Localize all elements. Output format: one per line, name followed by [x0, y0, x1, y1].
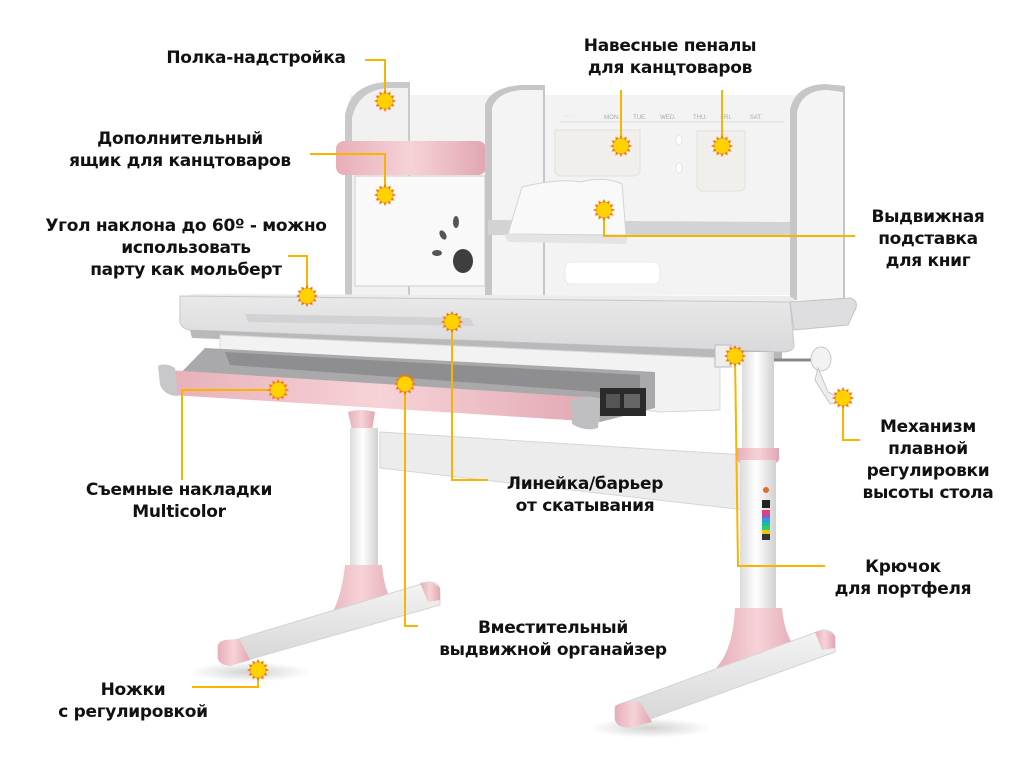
label-line: подставка [878, 229, 978, 249]
calendar-strip: MON. TUE. WED. THU. FRI. SAT. [604, 115, 762, 121]
calendar-day-label: SAT. [750, 115, 763, 121]
label-line: Линейка/барьер [506, 474, 664, 494]
leader-line-bag-hook [734, 355, 825, 567]
left-leg-post [350, 428, 378, 568]
extra-drawer-front [336, 141, 486, 175]
label-line: для книг [885, 251, 971, 271]
sun-marker-icon [296, 285, 318, 307]
sun-marker-icon [441, 311, 463, 333]
desk-side-wing [789, 297, 857, 331]
hutch-brand-logo: ····· [562, 113, 574, 120]
label-extra-drawer: Дополнительный ящик для канцтоваров [52, 128, 308, 172]
label-shelf-hutch: Полка-надстройка [150, 47, 362, 69]
right-foot-cap-front [614, 701, 652, 728]
desk-edge [190, 330, 782, 360]
label-line: Угол наклона до 60º - можно [45, 216, 327, 236]
label-line: Навесные пеналы [583, 36, 757, 56]
paw-print-icon [432, 216, 473, 273]
hutch: ····· MON. TUE. WED. THU. FRI. SAT. [336, 82, 845, 300]
calendar-day-label: MON. [604, 115, 620, 121]
sun-marker-icon [593, 199, 615, 221]
leader-line-ruler-barrier [451, 322, 488, 481]
label-bag-hook: Крючок для портфеля [818, 556, 988, 600]
left-foot-cap-back [420, 582, 440, 602]
label-line: Ножки [100, 680, 166, 700]
left-leg [217, 410, 441, 666]
label-line: выдвижной органайзер [439, 640, 667, 660]
label-line: ящик для канцтоваров [69, 151, 291, 171]
label-book-stand: Выдвижная подставка для книг [858, 206, 998, 272]
label-line: для портфеля [834, 579, 972, 599]
sun-marker-icon [711, 135, 733, 157]
label-hanging-cases: Навесные пеналы для канцтоваров [560, 35, 780, 79]
left-foot-shadow [190, 662, 310, 682]
right-leg-inner-post [742, 352, 774, 452]
left-leg-collar [348, 410, 375, 430]
label-removable-pads: Съемные накладки Multicolor [68, 479, 290, 523]
sun-marker-icon [724, 345, 746, 367]
calendar-day-label: THU. [693, 115, 707, 121]
drawer-pink-pad [160, 370, 600, 422]
label-line: Выдвижная [871, 207, 985, 227]
sun-marker-icon [374, 184, 396, 206]
label-adjustable-feet: Ножки с регулировкой [38, 679, 228, 723]
label-height-mechanism: Механизм плавной регулировки высоты стол… [848, 416, 1008, 504]
label-drawer-organizer: Вместительный выдвижной органайзер [418, 617, 688, 661]
label-line: с регулировкой [58, 702, 208, 722]
label-tilt-angle: Угол наклона до 60º - можно использовать… [30, 215, 342, 281]
sun-marker-icon [610, 135, 632, 157]
leader-line-tilt-angle [288, 255, 308, 296]
label-line: Механизм [880, 417, 976, 437]
right-foot-cap-back [815, 630, 835, 650]
leader-line-shelf-hutch [365, 59, 386, 101]
ruler-barrier [245, 314, 474, 326]
sun-marker-icon [267, 379, 289, 401]
drawer-end-cap-left [158, 364, 178, 396]
book-stand [507, 178, 627, 236]
label-line: Полка-надстройка [166, 48, 346, 68]
leader-line-drawer-organizer [404, 384, 418, 627]
label-line: Multicolor [132, 502, 226, 522]
height-crank-handle[interactable] [774, 346, 843, 405]
sun-marker-icon [832, 387, 854, 409]
desktop [179, 294, 857, 413]
label-line: Дополнительный [97, 129, 263, 149]
calendar-day-label: FRI. [720, 115, 732, 121]
calendar-day-label: WED. [660, 115, 676, 121]
height-scale [762, 487, 770, 540]
left-foot-cap-front [217, 639, 250, 666]
label-line: Крючок [865, 557, 941, 577]
leader-line-height-mechanism [842, 398, 860, 441]
right-leg [614, 352, 836, 728]
sun-marker-icon [374, 90, 396, 112]
left-foot-bar [217, 581, 441, 666]
label-line: Вместительный [478, 618, 628, 638]
drawer-end-cap-right [570, 396, 600, 430]
hanging-case-left [554, 129, 641, 177]
sun-marker-icon [247, 659, 269, 681]
calendar-day-label: TUE. [633, 115, 647, 121]
label-line: для канцтоваров [587, 58, 753, 78]
label-line: высоты стола [862, 483, 994, 503]
feature-markers [247, 90, 854, 681]
right-leg-outer-post [740, 460, 776, 610]
label-line: использовать [121, 238, 251, 258]
sun-marker-icon [394, 373, 416, 395]
label-line: регулировки [866, 461, 990, 481]
label-line: от скатывания [515, 496, 655, 516]
label-line: Съемные накладки [85, 480, 273, 500]
leader-line-extra-drawer [310, 153, 386, 195]
label-line: парту как мольберт [90, 260, 282, 280]
label-line: плавной [888, 439, 968, 459]
label-ruler-barrier: Линейка/барьер от скатывания [480, 473, 690, 517]
